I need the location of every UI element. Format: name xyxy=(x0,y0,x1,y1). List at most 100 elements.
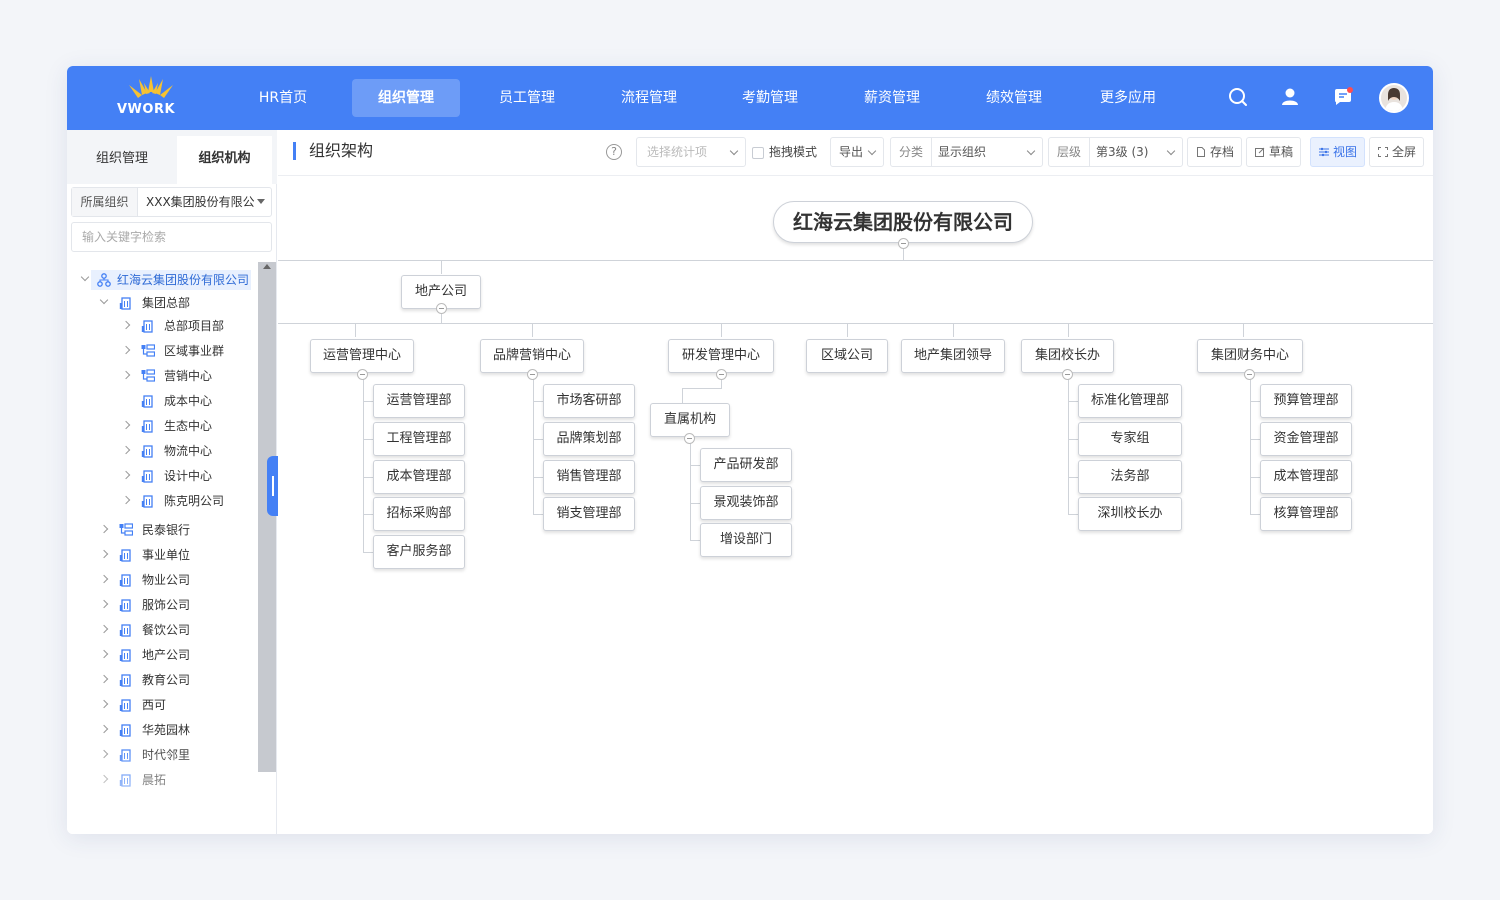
tree-node[interactable]: 陈克明公司 xyxy=(121,491,253,511)
avatar[interactable] xyxy=(1379,83,1409,113)
view-button[interactable]: 视图 xyxy=(1310,137,1365,167)
org-node-sub[interactable]: 品牌策划部 xyxy=(543,422,635,456)
nav-attendance-management[interactable]: 考勤管理 xyxy=(742,90,798,106)
org-node-dept[interactable]: 区域公司 xyxy=(806,339,888,373)
org-node-dept[interactable]: 品牌营销中心 xyxy=(480,339,584,373)
tree-node[interactable]: 总部项目部 xyxy=(121,316,253,336)
collapse-toggle-icon[interactable] xyxy=(527,369,538,380)
tree-node[interactable]: 生态中心 xyxy=(121,416,253,436)
nav-salary-management[interactable]: 薪资管理 xyxy=(864,90,920,106)
help-icon[interactable]: ? xyxy=(606,144,622,160)
collapse-toggle-icon[interactable] xyxy=(898,238,909,249)
tree-node-root[interactable]: 红海云集团股份有限公司 xyxy=(80,270,251,290)
search-icon[interactable] xyxy=(1227,86,1249,108)
org-node-root[interactable]: 红海云集团股份有限公司 xyxy=(773,201,1033,243)
tree-node[interactable]: 物业公司 xyxy=(99,570,251,590)
tree-node[interactable]: 华苑园林 xyxy=(99,720,251,740)
collapse-toggle-icon[interactable] xyxy=(357,369,368,380)
org-node-sub[interactable]: 市场客研部 xyxy=(543,384,635,418)
nav-performance-management[interactable]: 绩效管理 xyxy=(986,90,1042,106)
org-node-sub[interactable]: 法务部 xyxy=(1078,460,1182,494)
tree-scrollbar[interactable] xyxy=(258,262,276,772)
chevron-right-icon[interactable] xyxy=(99,649,109,659)
chevron-right-icon[interactable] xyxy=(99,574,109,584)
tree-node[interactable]: 餐饮公司 xyxy=(99,620,251,640)
tree-node[interactable]: 营销中心 xyxy=(121,366,253,386)
chevron-right-icon[interactable] xyxy=(99,524,109,534)
export-dropdown[interactable]: 导出 xyxy=(830,137,884,167)
chevron-right-icon[interactable] xyxy=(121,345,131,355)
org-node-sub[interactable]: 增设部门 xyxy=(700,523,792,557)
tab-org-structure[interactable]: 组织机构 xyxy=(177,136,272,184)
chevron-right-icon[interactable] xyxy=(121,495,131,505)
org-node-sub[interactable]: 客户服务部 xyxy=(373,535,465,569)
org-select[interactable]: 所属组织 XXX集团股份有限公 xyxy=(71,187,272,217)
nav-org-management[interactable]: 组织管理 xyxy=(352,79,460,117)
tree-node[interactable]: 设计中心 xyxy=(121,466,253,486)
tree-node[interactable]: 地产公司 xyxy=(99,645,251,665)
chevron-right-icon[interactable] xyxy=(99,624,109,634)
collapse-toggle-icon[interactable] xyxy=(436,303,447,314)
tree-node[interactable]: 时代邻里 xyxy=(99,745,251,765)
chevron-right-icon[interactable] xyxy=(121,445,131,455)
collapse-toggle-icon[interactable] xyxy=(716,369,727,380)
category-select[interactable]: 分类 显示组织 xyxy=(890,137,1043,167)
nav-employee-management[interactable]: 员工管理 xyxy=(499,90,555,106)
chevron-right-icon[interactable] xyxy=(99,699,109,709)
org-node-sub[interactable]: 资金管理部 xyxy=(1260,422,1352,456)
org-node-sub[interactable]: 销支管理部 xyxy=(543,497,635,531)
org-node-sub[interactable]: 深圳校长办 xyxy=(1078,497,1182,531)
chevron-down-icon[interactable] xyxy=(99,295,109,305)
org-node-sub[interactable]: 专家组 xyxy=(1078,422,1182,456)
chevron-right-icon[interactable] xyxy=(99,674,109,684)
chevron-right-icon[interactable] xyxy=(99,599,109,609)
org-node-sub[interactable]: 运营管理部 xyxy=(373,384,465,418)
fullscreen-button[interactable]: 全屏 xyxy=(1369,137,1424,167)
tree-node[interactable]: 服饰公司 xyxy=(99,595,251,615)
org-node-sub[interactable]: 产品研发部 xyxy=(700,448,792,482)
message-icon[interactable] xyxy=(1332,86,1354,108)
level-select[interactable]: 层级 第3级 (3) xyxy=(1048,137,1183,167)
tree-node[interactable]: 民泰银行 xyxy=(99,520,251,540)
panel-collapse-handle[interactable] xyxy=(267,456,279,516)
org-node-sub[interactable]: 销售管理部 xyxy=(543,460,635,494)
collapse-toggle-icon[interactable] xyxy=(1244,369,1255,380)
org-node-sub[interactable]: 直属机构 xyxy=(650,403,730,437)
org-node-dept[interactable]: 集团校长办 xyxy=(1021,339,1114,373)
org-node-sub[interactable]: 标准化管理部 xyxy=(1078,384,1182,418)
collapse-toggle-icon[interactable] xyxy=(1062,369,1073,380)
chevron-down-icon[interactable] xyxy=(80,272,90,282)
tree-node[interactable]: 西可 xyxy=(99,695,251,715)
user-icon[interactable] xyxy=(1279,86,1301,108)
nav-hr-home[interactable]: HR首页 xyxy=(258,90,308,106)
org-node-sub[interactable]: 景观装饰部 xyxy=(700,486,792,520)
org-node-dept[interactable]: 地产集团领导 xyxy=(901,339,1005,373)
org-node-sub[interactable]: 成本管理部 xyxy=(1260,460,1352,494)
chevron-right-icon[interactable] xyxy=(99,749,109,759)
tree-node[interactable]: 物流中心 xyxy=(121,441,253,461)
chevron-right-icon[interactable] xyxy=(99,549,109,559)
save-button[interactable]: 存档 xyxy=(1187,137,1242,167)
tree-node[interactable]: 教育公司 xyxy=(99,670,251,690)
nav-process-management[interactable]: 流程管理 xyxy=(621,90,677,106)
org-node-sub[interactable]: 招标采购部 xyxy=(373,497,465,531)
tree-node[interactable]: 事业单位 xyxy=(99,545,251,565)
tree-node[interactable]: 成本中心 xyxy=(123,391,253,411)
chevron-right-icon[interactable] xyxy=(99,724,109,734)
draft-button[interactable]: 草稿 xyxy=(1246,137,1301,167)
tab-org-management[interactable]: 组织管理 xyxy=(95,151,148,166)
chevron-right-icon[interactable] xyxy=(121,370,131,380)
chevron-right-icon[interactable] xyxy=(121,420,131,430)
stat-item-select[interactable]: 选择统计项 xyxy=(636,137,746,167)
tree-node[interactable]: 集团总部 xyxy=(99,293,247,313)
org-node-dept[interactable]: 集团财务中心 xyxy=(1197,339,1303,373)
org-node-sub[interactable]: 工程管理部 xyxy=(373,422,465,456)
tree-node[interactable]: 晨拓 xyxy=(99,770,251,790)
chevron-right-icon[interactable] xyxy=(99,774,109,784)
tree-search-input[interactable]: 输入关键字检索 xyxy=(71,222,272,252)
vwork-logo[interactable]: VWORK xyxy=(111,74,191,122)
nav-more-apps[interactable]: 更多应用 xyxy=(1100,90,1156,106)
org-node-dept[interactable]: 运营管理中心 xyxy=(310,339,414,373)
drag-mode-checkbox[interactable] xyxy=(752,147,764,159)
org-node-sub[interactable]: 成本管理部 xyxy=(373,460,465,494)
